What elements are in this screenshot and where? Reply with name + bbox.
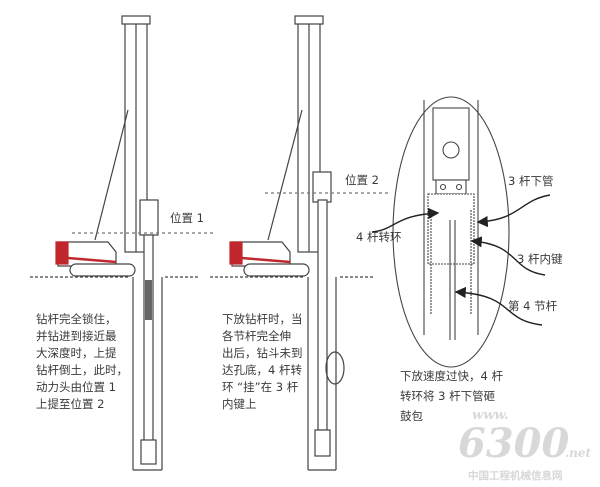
- label-rod4-swivel: 4 杆转环: [356, 230, 402, 244]
- watermark-www: www.: [472, 408, 509, 423]
- label-rod4-section: 第 4 节杆: [508, 299, 558, 313]
- label-position-2: 位置 2: [345, 173, 379, 187]
- watermark-net: .net: [565, 446, 592, 460]
- detail-view: [392, 96, 510, 368]
- watermark-number: 6300: [458, 420, 570, 467]
- callout-arrows: [371, 194, 551, 326]
- caption-right: 下放速度过快，4 杆转环将 3 杆下管砸鼓包: [400, 369, 503, 423]
- watermark-site: 中国工程机械信息网: [468, 470, 563, 482]
- label-rod3-lower-tube: 3 杆下管: [508, 174, 554, 188]
- drilling-rig-1: [30, 15, 215, 471]
- label-position-1: 位置 1: [170, 211, 204, 225]
- label-rod3-inner-key: 3 杆内键: [517, 252, 563, 266]
- caption-middle: 下放钻杆时，当各节杆完全伸出后，钻斗未到 达孔底，4 杆转环 “挂”在 3 杆内…: [222, 312, 303, 411]
- drilling-rig-2: [210, 15, 390, 471]
